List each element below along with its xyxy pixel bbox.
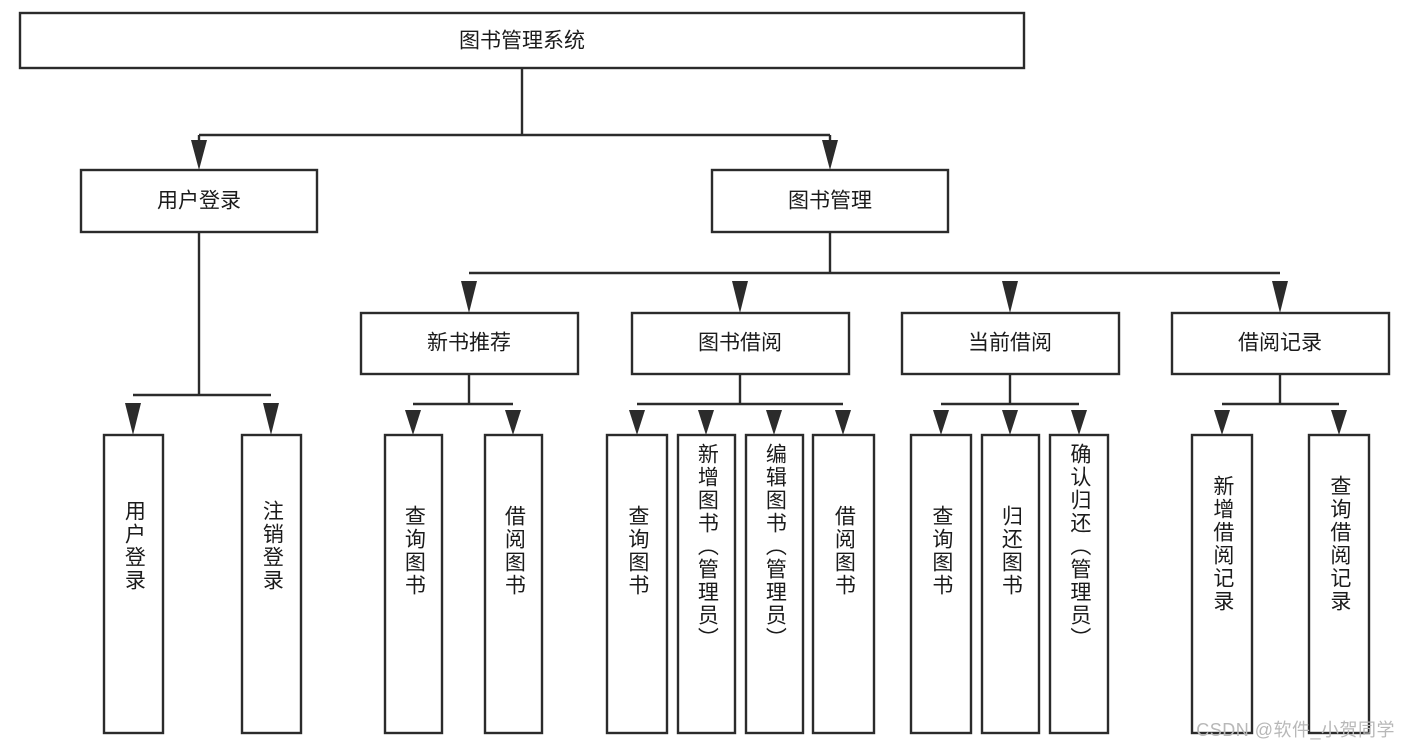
arrow-to-leaf2	[263, 403, 279, 435]
node-leaf2-box[interactable]	[240, 433, 303, 735]
arrow-to-records	[1272, 281, 1288, 313]
node-records[interactable]: 借阅记录	[1170, 311, 1391, 376]
arrow-to-leaf4	[505, 410, 521, 435]
node-leaf7-box[interactable]	[744, 433, 805, 735]
arrow-to-leaf13	[1331, 410, 1347, 435]
leaf-boxes	[102, 433, 1371, 735]
edges-current-to-leaves	[933, 374, 1087, 435]
node-current-box[interactable]	[900, 311, 1121, 376]
edges-records-to-leaves	[1214, 374, 1347, 435]
node-leaf1-box[interactable]	[102, 433, 165, 735]
node-leaf4-box[interactable]	[483, 433, 544, 735]
arrow-to-borrow	[732, 281, 748, 313]
node-root[interactable]: 图书管理系统	[18, 11, 1026, 70]
arrow-to-leaf1	[125, 403, 141, 435]
node-leaf6-box[interactable]	[676, 433, 737, 735]
node-newbook-label: 新书推荐	[427, 332, 511, 355]
edges-login-to-leaves	[125, 232, 279, 435]
arrow-to-leaf10	[1002, 410, 1018, 435]
node-login[interactable]: 用户登录	[79, 168, 319, 234]
arrow-to-login	[191, 140, 207, 170]
arrow-to-leaf11	[1071, 410, 1087, 435]
node-borrow-box[interactable]	[630, 311, 851, 376]
node-leaf11-box[interactable]	[1048, 433, 1110, 735]
arrow-to-leaf9	[933, 410, 949, 435]
node-root-box[interactable]	[18, 11, 1026, 70]
node-leaf8-box[interactable]	[811, 433, 876, 735]
node-leaf9-box[interactable]	[909, 433, 973, 735]
node-bookmgmt[interactable]: 图书管理	[710, 168, 950, 234]
node-records-box[interactable]	[1170, 311, 1391, 376]
arrow-to-leaf6	[698, 410, 714, 435]
arrow-to-bookmgmt	[822, 140, 838, 170]
arrow-to-leaf7	[766, 410, 782, 435]
node-leaf3-box[interactable]	[383, 433, 444, 735]
edges-newbook-to-leaves	[405, 374, 521, 435]
node-records-label: 借阅记录	[1238, 332, 1322, 355]
edges-root-to-level2	[191, 68, 838, 170]
node-bookmgmt-label: 图书管理	[788, 190, 872, 213]
arrow-to-leaf12	[1214, 410, 1230, 435]
arrow-to-leaf5	[629, 410, 645, 435]
node-borrow[interactable]: 图书借阅	[630, 311, 851, 376]
csdn-watermark: CSDN @软件_小贺同学	[1196, 720, 1395, 740]
node-bookmgmt-box[interactable]	[710, 168, 950, 234]
node-root-label: 图书管理系统	[459, 30, 585, 53]
arrow-to-current	[1002, 281, 1018, 313]
arrow-to-leaf3	[405, 410, 421, 435]
node-leaf12-box[interactable]	[1190, 433, 1254, 735]
edges-bookmgmt-to-level3	[461, 232, 1288, 313]
node-login-box[interactable]	[79, 168, 319, 234]
node-current[interactable]: 当前借阅	[900, 311, 1121, 376]
node-leaf5-box[interactable]	[605, 433, 669, 735]
edges-borrow-to-leaves	[629, 374, 851, 435]
node-newbook-box[interactable]	[359, 311, 580, 376]
node-leaf13-box[interactable]	[1307, 433, 1371, 735]
node-borrow-label: 图书借阅	[698, 332, 782, 355]
node-newbook[interactable]: 新书推荐	[359, 311, 580, 376]
node-leaf10-box[interactable]	[980, 433, 1041, 735]
arrow-to-newbook	[461, 281, 477, 313]
node-login-label: 用户登录	[157, 190, 241, 213]
arrow-to-leaf8	[835, 410, 851, 435]
node-current-label: 当前借阅	[968, 332, 1052, 355]
